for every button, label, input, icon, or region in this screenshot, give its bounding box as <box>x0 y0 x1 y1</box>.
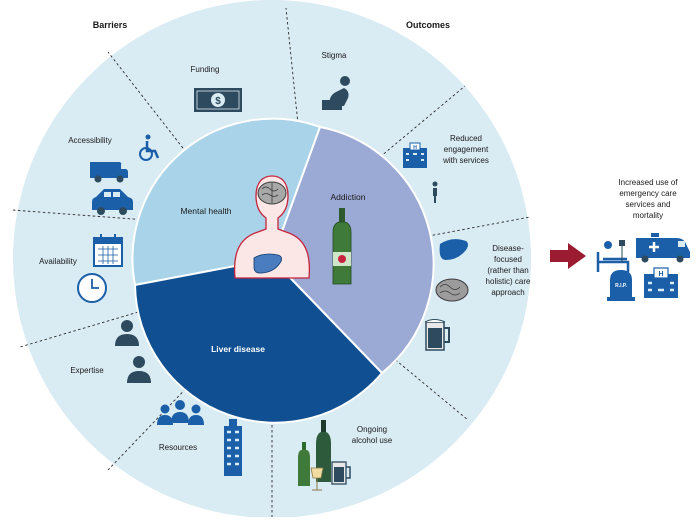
dollar-bill-icon: $ <box>194 88 242 112</box>
hospital-icon: H <box>403 142 427 168</box>
addiction-label: Addiction <box>331 192 366 202</box>
liver-icon <box>253 253 282 274</box>
calendar-icon <box>93 234 123 267</box>
emergency-label-4: mortality <box>633 211 663 220</box>
brain-icon <box>257 181 287 205</box>
addiction-segment <box>270 125 435 375</box>
brain-outcome-icon <box>435 278 469 302</box>
beer-mug-icon <box>424 319 450 351</box>
resources-label: Resources <box>159 443 197 452</box>
stigma-label: Stigma <box>322 51 347 60</box>
funding-label: Funding <box>191 65 220 74</box>
liver-disease-label: Liver disease <box>211 344 265 354</box>
expert-male-icon <box>115 320 139 346</box>
beer-bottle-icon <box>332 208 352 285</box>
person-standing-icon <box>432 181 438 203</box>
ongoing-alcohol-label-2: alcohol use <box>352 436 393 445</box>
people-group-icon <box>157 400 204 425</box>
alcohol-bottles-icon <box>298 420 351 491</box>
svg-text:H: H <box>658 271 663 278</box>
disease-focused-label-4: holistic) care <box>486 277 531 286</box>
building-icon <box>224 419 242 476</box>
liver-disease-segment <box>133 257 384 424</box>
inner-pie <box>131 117 435 424</box>
ambulance-icon <box>636 233 690 263</box>
stigma-person-icon <box>322 76 350 110</box>
emergency-label-3: services and <box>626 200 671 209</box>
availability-label: Availability <box>39 257 77 266</box>
disease-focused-label-1: Disease- <box>492 244 524 253</box>
tombstone-icon: R.I.P. <box>607 270 635 301</box>
expert-female-icon <box>127 356 151 383</box>
arrow-icon <box>550 243 586 269</box>
clock-icon <box>77 273 107 303</box>
emergency-label-1: Increased use of <box>618 178 678 187</box>
car-icon <box>92 189 133 215</box>
disease-focused-label-3: (rather than <box>487 266 528 275</box>
expertise-label: Expertise <box>70 366 104 375</box>
disease-focused-label-5: approach <box>491 288 524 297</box>
emergency-label-2: emergency care <box>619 189 677 198</box>
reduced-engagement-label-1: Reduced <box>450 134 482 143</box>
wheelchair-icon <box>139 134 160 161</box>
ongoing-alcohol-label-1: Ongoing <box>357 425 387 434</box>
outcomes-header: Outcomes <box>406 20 450 30</box>
disease-focused-label-2: focused <box>494 255 522 264</box>
reduced-engagement-label-3: with services <box>442 156 489 165</box>
hospital-bed-icon <box>596 240 630 272</box>
van-icon <box>90 162 128 183</box>
barriers-header: Barriers <box>93 20 128 30</box>
mental-health-label: Mental health <box>180 206 231 216</box>
human-body-icon <box>233 175 311 279</box>
svg-text:$: $ <box>215 96 221 107</box>
hospital-building-icon: H <box>644 267 678 298</box>
reduced-engagement-label-2: engagement <box>444 145 489 154</box>
svg-text:H: H <box>413 145 417 151</box>
accessibility-label: Accessibility <box>68 136 112 145</box>
rip-text: R.I.P. <box>615 283 627 289</box>
liver-outcome-icon <box>439 239 468 260</box>
